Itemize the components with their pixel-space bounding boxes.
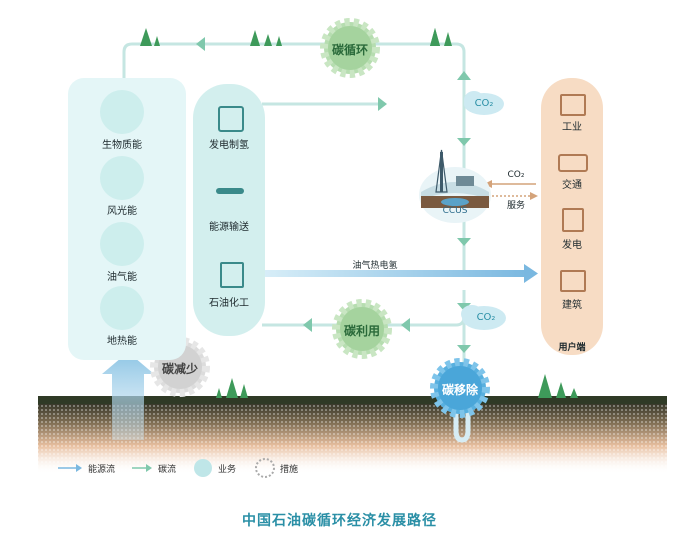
legend-business: 业务 (218, 465, 237, 475)
legend-measure: 措施 (280, 465, 299, 475)
co2-label-top: CO₂ (474, 98, 494, 109)
ground-strata (38, 396, 667, 474)
user-label-transport: 交通 (562, 180, 582, 191)
biomass-icon (100, 90, 144, 134)
legend-energy-flow: 能源流 (88, 465, 116, 475)
gear-label-carbon-reduce: 碳减少 (161, 362, 198, 376)
service-label: 服务 (506, 201, 525, 211)
source-label-biomass: 生物质能 (102, 140, 142, 151)
gear-label-carbon-cycle: 碳循环 (331, 43, 368, 57)
carbon-flow-arrows (196, 37, 471, 353)
gear-label-carbon-remove: 碳移除 (441, 383, 478, 397)
wind-solar-icon (100, 156, 144, 200)
end-users-title: 用户端 (558, 343, 586, 353)
gear-carbon-cycle (320, 18, 380, 78)
power-hydrogen-icon (218, 106, 244, 132)
source-label-oil-gas: 油气能 (107, 272, 137, 283)
building-icon (560, 270, 586, 292)
ccus-label: CCUS (442, 206, 468, 216)
co2-cloud-icons (461, 91, 506, 330)
ccus-facility (419, 149, 491, 223)
source-label-geothermal: 地热能 (107, 336, 137, 347)
co2-label-bottom: CO₂ (476, 312, 496, 323)
geothermal-icon (100, 286, 144, 330)
geothermal-upward-arrow (102, 352, 154, 440)
business-label-petrochemical: 石油化工 (209, 298, 249, 309)
carbon-removal-well (453, 396, 471, 443)
gear-label-carbon-utilize: 碳利用 (343, 324, 380, 338)
co2-service-arrows (484, 180, 538, 200)
industry-icon (560, 94, 586, 116)
business-units-panel (193, 84, 265, 336)
energy-supply-arrow (262, 264, 538, 283)
power-plant-icon (562, 208, 584, 232)
source-label-wind-solar: 风光能 (107, 206, 137, 217)
energy-supply-label: 油气热电氢 (352, 261, 398, 271)
user-label-building: 建筑 (562, 300, 582, 311)
business-label-power-hydrogen: 发电制氢 (209, 140, 249, 151)
business-label-energy-transport: 能源输送 (209, 222, 249, 233)
transport-icon (558, 154, 588, 172)
end-users-panel (541, 78, 603, 355)
pipeline-icon (216, 188, 244, 194)
oil-gas-icon (100, 222, 144, 266)
co2-label-users: CO₂ (507, 170, 525, 180)
petrochemical-icon (220, 262, 244, 288)
legend-markers (58, 458, 275, 478)
gear-carbon-remove (430, 358, 490, 418)
legend-carbon-flow: 碳流 (158, 465, 177, 475)
gear-carbon-utilize (332, 299, 392, 359)
user-label-power: 发电 (562, 240, 582, 251)
tree-icons (140, 28, 578, 398)
diagram-title: 中国石油碳循环经济发展路径 (242, 513, 437, 529)
user-label-industry: 工业 (562, 122, 582, 133)
